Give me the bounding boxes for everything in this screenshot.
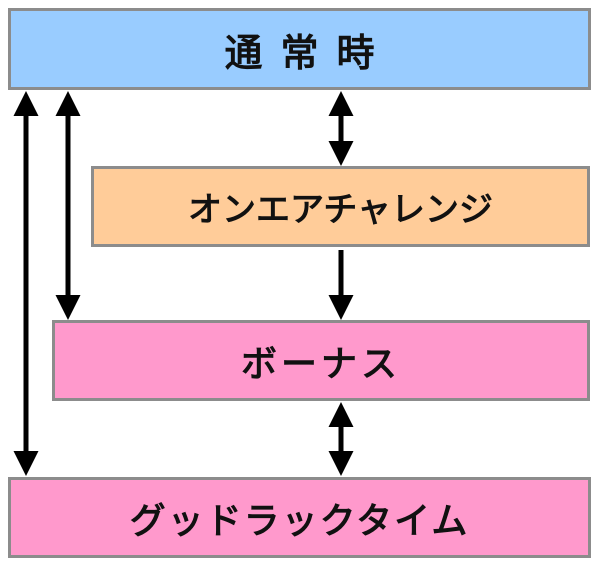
state-normal: 通常時 xyxy=(8,8,591,90)
state-goodluck-time: グッドラックタイム xyxy=(8,477,591,558)
state-bonus: ボーナス xyxy=(52,320,590,401)
state-onair-challenge: オンエアチャレンジ xyxy=(91,166,590,247)
